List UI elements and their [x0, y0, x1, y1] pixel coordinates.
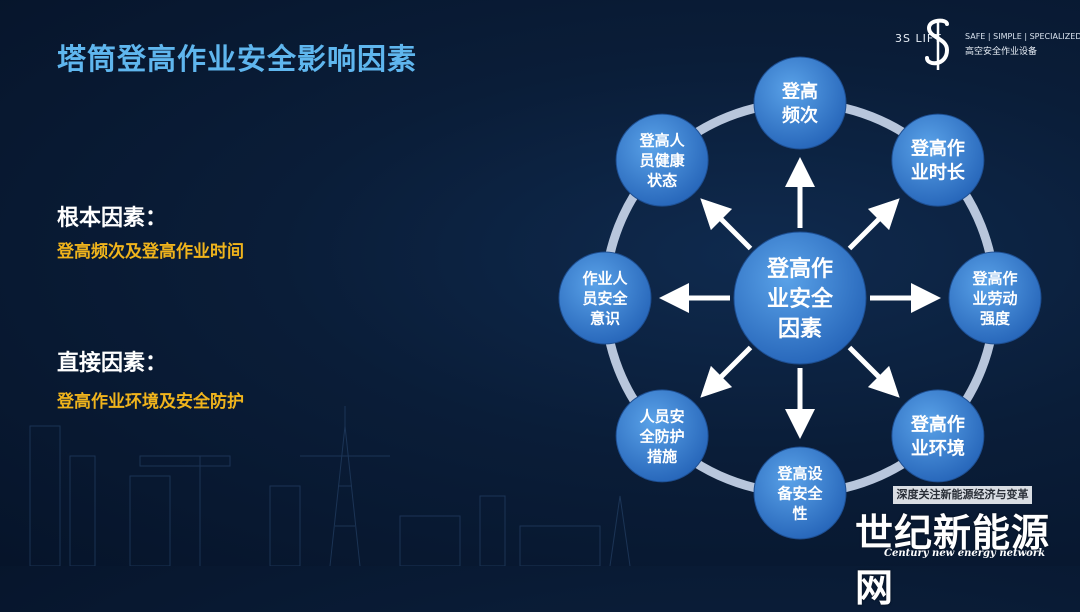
- factor-node-8-label-line-1: 登高人: [639, 132, 686, 150]
- safety-factors-diagram: 登高频次登高作业时长登高作业劳动强度登高作业环境登高设备安全性人员安全防护措施作…: [558, 56, 1042, 540]
- factor-node-1: 登高频次: [753, 56, 847, 150]
- logo-subtitle: 高空安全作业设备: [965, 47, 1038, 57]
- factor-node-7-label-line-1: 作业人: [582, 269, 628, 287]
- factor-node-circle: [558, 251, 652, 345]
- factor-node-4: 登高作业环境: [891, 389, 985, 483]
- arrow-to-node-4: [847, 345, 900, 398]
- brand-logo: 3S LIFT SAFE | SIMPLE | SPECIALIZED 高空安全…: [895, 16, 1080, 76]
- factor-node-circle: [615, 113, 709, 207]
- factor-node-6-label-line-1: 人员安: [640, 407, 685, 425]
- watermark-english-name: Century new energy network: [884, 548, 1046, 559]
- factor-node-6-label-line-3: 措施: [647, 447, 677, 465]
- factor-node-4-label-line-2: 业环境: [911, 437, 965, 459]
- center-node-circle: [733, 231, 867, 365]
- factor-node-6-label-line-2: 全防护: [639, 427, 685, 445]
- factor-node-5-label-line-3: 性: [792, 504, 807, 522]
- factor-node-3-label-line-3: 强度: [980, 309, 1011, 327]
- root-factor-detail: 登高频次及登高作业时间: [57, 242, 244, 262]
- root-factor-heading: 根本因素：: [57, 206, 168, 231]
- factor-node-2-label-line-2: 业时长: [911, 163, 966, 184]
- factor-node-circle: [948, 251, 1042, 345]
- factor-node-5-label-line-2: 备安全: [776, 484, 823, 502]
- factor-node-7-label-line-3: 意识: [590, 309, 620, 327]
- arrow-to-node-8: [700, 198, 753, 251]
- factor-node-4-label-line-1: 登高作: [910, 413, 965, 435]
- factor-node-1-label-line-1: 登高: [781, 80, 818, 102]
- factor-node-circle: [615, 389, 709, 483]
- city-skyline-decoration: [29, 406, 631, 566]
- watermark-tagline: 深度关注新能源经济与变革: [893, 486, 1032, 504]
- direct-factor-heading: 直接因素：: [57, 351, 168, 376]
- factor-node-7-label-line-2: 员安全: [582, 289, 628, 307]
- factor-node-1-label-line-2: 频次: [782, 104, 818, 126]
- center-node-label-line-3: 因素: [778, 316, 822, 342]
- direct-factor-detail: 登高作业环境及安全防护: [57, 392, 244, 412]
- factor-node-circle: [753, 56, 847, 150]
- factor-node-2-label-line-1: 登高作: [910, 138, 965, 160]
- factor-node-8-label-line-3: 状态: [647, 172, 677, 190]
- factor-node-5-label-line-1: 登高设: [776, 464, 822, 482]
- arrow-to-node-2: [847, 198, 900, 251]
- logo-brand-text: 3S LIFT: [895, 32, 942, 45]
- factor-node-circle: [891, 113, 985, 207]
- factor-node-3-label-line-2: 业劳动: [972, 289, 1017, 307]
- factor-node-circle: [753, 446, 847, 540]
- logo-s-mark-icon: [925, 18, 950, 70]
- arrow-to-node-6: [700, 345, 753, 398]
- center-node-label-line-2: 业安全: [767, 286, 834, 312]
- factor-node-circle: [891, 389, 985, 483]
- logo-tagline: SAFE | SIMPLE | SPECIALIZED: [965, 32, 1080, 41]
- factor-node-8-label-line-2: 员健康: [640, 152, 686, 170]
- center-node-label-line-1: 登高作: [766, 256, 833, 282]
- slide-title: 塔筒登高作业安全影响因素: [57, 42, 418, 76]
- factor-node-3-label-line-1: 登高作: [971, 269, 1017, 287]
